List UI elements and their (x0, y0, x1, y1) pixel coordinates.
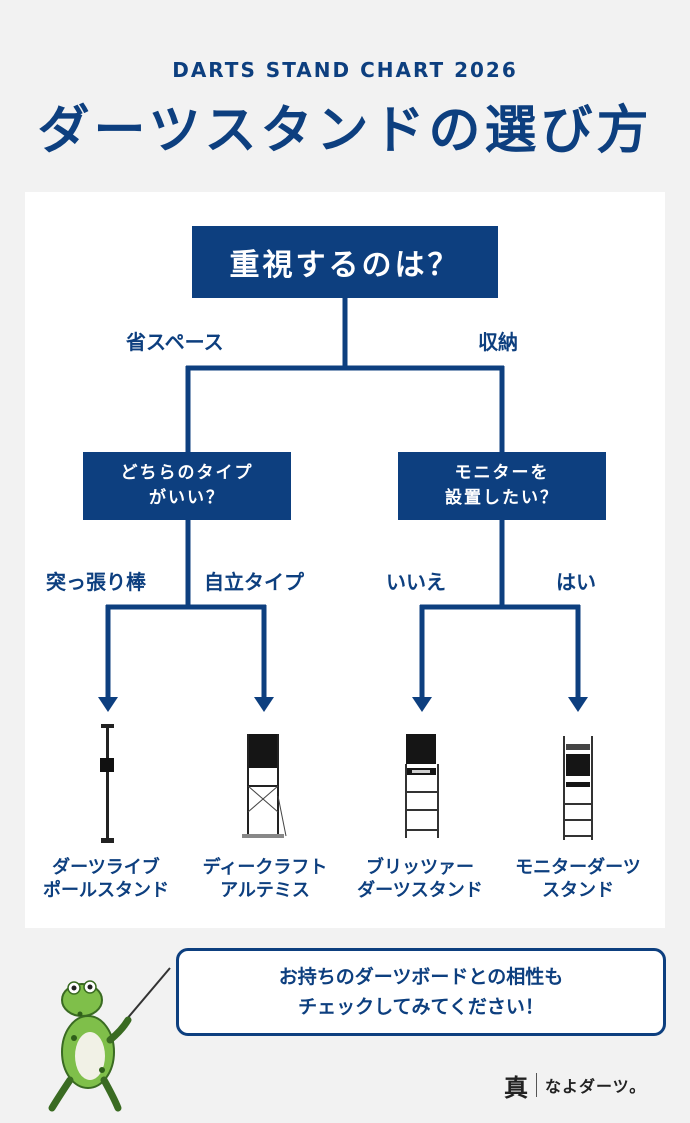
question-type-line2: がいい？ (149, 488, 225, 508)
answer-label-yes: はい (556, 570, 596, 594)
brand-divider (536, 1073, 537, 1097)
branch-label-left: 省スペース (126, 330, 224, 354)
product-name-line1: ディークラフト (202, 857, 328, 878)
pointer-stick (125, 967, 171, 1021)
arrow-head-3 (412, 697, 432, 712)
question-monitor-line2: 設置したい？ (445, 488, 559, 508)
question-box-type: どちらのタイプ がいい？ (83, 452, 291, 520)
product-name-line1: ダーツライブ (52, 857, 160, 878)
pole-stand-image (100, 724, 114, 843)
page-title: ダーツスタンドの選び方 (37, 101, 653, 161)
callout-box: お持ちのダーツボードとの相性も チェックしてみてください！ (176, 948, 666, 1036)
product-name-line1: モニターダーツ (515, 857, 641, 878)
product-name-line2: アルテミス (220, 880, 310, 901)
monitor-stand-image (563, 736, 593, 840)
brand-logo: 真 なよダーツ。 (504, 1070, 647, 1102)
product-name-blitzer: ブリッツァー ダーツスタンド (340, 856, 500, 902)
question-box-monitor: モニターを 設置したい？ (398, 452, 606, 520)
root-question-text: 重視するのは？ (229, 248, 461, 283)
product-name-line2: ポールスタンド (43, 880, 169, 901)
answer-label-no: いいえ (386, 570, 446, 594)
answer-label-tension-pole: 突っ張り棒 (46, 570, 146, 594)
brand-name: なよダーツ。 (545, 1077, 647, 1096)
blitzer-stand-image (405, 734, 439, 838)
arrow-head-4 (568, 697, 588, 712)
product-name-pole-stand: ダーツライブ ポールスタンド (26, 856, 186, 902)
product-name-line2: スタンド (542, 880, 614, 901)
question-monitor-line1: モニターを (454, 463, 550, 483)
arrow-head-1 (98, 697, 118, 712)
chart-subtitle: DARTS STAND CHART 2026 (172, 58, 518, 82)
callout-line1: お持ちのダーツボードとの相性も (278, 966, 564, 988)
product-name-monitor-stand: モニターダーツ スタンド (498, 856, 658, 902)
artemis-stand-image (242, 734, 287, 838)
frog-mascot-illustration (48, 967, 171, 1112)
branch-label-right: 収納 (478, 330, 518, 354)
answer-label-freestanding: 自立タイプ (204, 570, 304, 594)
callout-line2: チェックしてみてください！ (298, 996, 544, 1018)
root-question-box: 重視するのは？ (192, 226, 498, 298)
product-name-line2: ダーツスタンド (357, 880, 483, 901)
product-name-line1: ブリッツァー (366, 857, 474, 878)
question-type-line1: どちらのタイプ (120, 463, 254, 483)
arrow-head-2 (254, 697, 274, 712)
product-name-artemis: ディークラフト アルテミス (185, 856, 345, 902)
brand-mark: 真 (504, 1072, 528, 1102)
